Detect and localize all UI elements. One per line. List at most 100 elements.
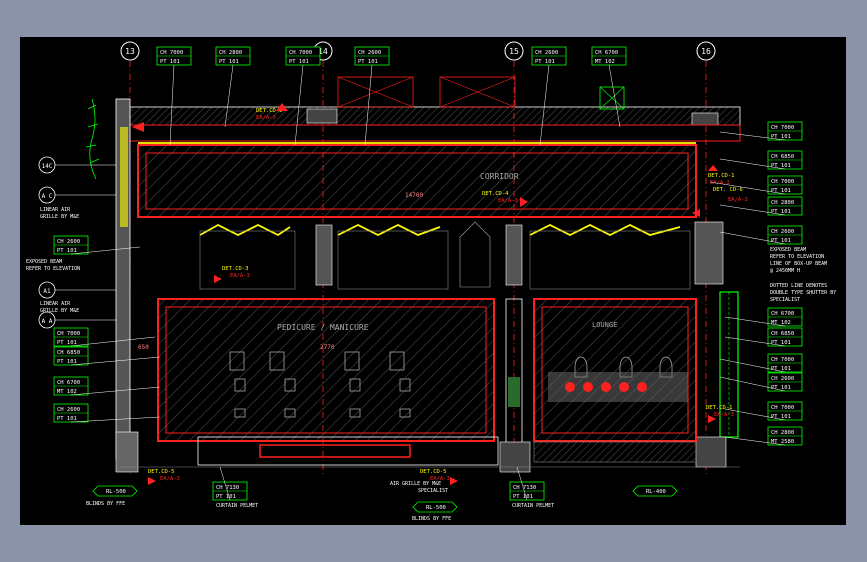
level-code: 14C xyxy=(42,163,53,170)
spec-tag-leader xyxy=(70,336,156,347)
grid-bubble[interactable]: 15 xyxy=(504,41,524,61)
plant-icon xyxy=(85,98,100,180)
ceiling-band xyxy=(129,124,741,142)
spec-tag[interactable]: CH 7130 PT 101 xyxy=(212,466,248,501)
right-notes: EXPOSED BEAM REFER TO ELEVATION LINE OF … xyxy=(770,247,836,303)
note-line: SPECIALIST xyxy=(418,488,448,494)
spec-tag-leader xyxy=(724,436,786,446)
detail-ref[interactable]: DET. CD-6 xyxy=(713,187,743,193)
note-curtain-right: CURTAIN PELMET xyxy=(512,503,554,509)
section-tag[interactable]: RL-500 xyxy=(412,501,458,513)
spec-tag-finish: PT 101 xyxy=(216,494,236,500)
spec-tag-finish: PT 101 xyxy=(771,414,791,420)
spec-tag[interactable]: CH 7000 PT 101 xyxy=(724,401,803,421)
detail-ref[interactable]: DET.CD-4 xyxy=(482,191,509,197)
level-marker[interactable]: 14C xyxy=(38,156,116,174)
room-label-lounge: LOUNGE xyxy=(592,321,617,329)
detail-ref-sub: EA/A-3 xyxy=(710,180,730,186)
detail-ref[interactable]: DET.CD-2 xyxy=(256,108,283,114)
reflected-ceiling-elevation: 13 14 15 16 xyxy=(26,41,836,522)
level-markers: 14C A C A1 A A xyxy=(38,156,116,329)
mid-band xyxy=(199,221,691,290)
detail-ref[interactable]: DET.CD-5 xyxy=(148,469,175,475)
spec-tag-leader xyxy=(719,131,786,141)
spec-tag-leader xyxy=(608,64,621,128)
level-marker[interactable]: A C xyxy=(38,186,116,204)
level-marker[interactable]: A A xyxy=(38,311,116,329)
note-blinds-mid: BLINDS BY FFE xyxy=(412,516,451,522)
spec-tag-finish: PT 101 xyxy=(57,248,77,254)
note-curtain-left: CURTAIN PELMET xyxy=(216,503,258,509)
note-line: @ 2450MM H xyxy=(770,268,800,274)
spec-tag-finish: MT 102 xyxy=(595,59,615,65)
left-wall xyxy=(115,98,139,473)
section-tag[interactable]: RL-400 xyxy=(632,485,678,497)
spec-tag-height: CH 2800 xyxy=(219,50,242,56)
spec-tag-leader xyxy=(70,416,161,423)
spec-tag[interactable]: CH 2600 PT 101 xyxy=(531,46,567,146)
detail-ref-sub: EA/A-3 xyxy=(498,198,518,204)
detail-ref-sub: EA/A-3 xyxy=(714,412,734,418)
note-line: REFER TO ELEVATION xyxy=(26,266,80,272)
note-line: LINEAR AIR xyxy=(40,301,71,307)
spec-tag[interactable]: CH 6850 PT 101 xyxy=(53,346,161,366)
grid-label: 14 xyxy=(318,47,328,56)
spec-tag-height: CH 6850 xyxy=(57,350,80,356)
floor-band xyxy=(120,436,740,468)
spec-tag-leader xyxy=(224,64,234,128)
lounge-room[interactable]: LOUNGE xyxy=(533,298,697,463)
left-notes: LINEAR AIR GRILLE BY M&E EXPOSED BEAM RE… xyxy=(26,207,80,314)
bottom-notes: BLINDS BY FFE CURTAIN PELMET AIR GRILLE … xyxy=(86,481,554,522)
spec-tag-height: CH 7130 xyxy=(216,485,239,491)
detail-ref[interactable]: DET.CD-1 xyxy=(706,405,733,411)
spec-tag-height: CH 7000 xyxy=(289,50,312,56)
grid-bubble[interactable]: 13 xyxy=(120,41,140,61)
detail-ref[interactable]: DET.CD-1 xyxy=(708,173,735,179)
grid-bubbles: 13 14 15 16 xyxy=(120,41,716,61)
section-tag[interactable]: RL-500 xyxy=(92,485,138,497)
section-tag-label: RL-500 xyxy=(426,505,446,511)
grid-bubble[interactable]: 16 xyxy=(696,41,716,61)
level-marker[interactable]: A1 xyxy=(38,281,116,299)
spec-tag-finish: PT 101 xyxy=(57,359,77,365)
cad-drawing-canvas[interactable]: 13 14 15 16 xyxy=(20,37,846,525)
cove-lights xyxy=(138,142,696,237)
room-label-pedicure: PEDICURE / MANICURE xyxy=(277,323,369,332)
detail-ref-sub: EA/A-3 xyxy=(230,273,250,279)
corridor-zone[interactable]: CORRIDOR 14700 xyxy=(137,144,697,218)
spec-tag-finish: MT 102 xyxy=(57,389,77,395)
spec-tag-height: CH 7000 xyxy=(771,405,794,411)
note-line: REFER TO ELEVATION xyxy=(770,254,824,260)
note-line: GRILLE BY M&E xyxy=(40,308,79,314)
detail-ref-sub: EA/A-3 xyxy=(256,115,276,121)
detail-ref-sub: EA/A-3 xyxy=(160,476,180,482)
pedicure-room[interactable]: PEDICURE / MANICURE 2770 650 xyxy=(138,298,495,442)
spec-tag-height: CH 2600 xyxy=(535,50,558,56)
detail-ref[interactable]: DET.CD-5 xyxy=(420,469,447,475)
spec-tag-finish: PT 101 xyxy=(57,416,77,422)
detail-ref[interactable]: DET.CD-3 xyxy=(222,266,249,272)
note-line: DOUBLE TYPE SHUTTER BY xyxy=(770,290,836,296)
spec-tag-finish: PT 101 xyxy=(57,340,77,346)
spec-tag-finish: PT 101 xyxy=(535,59,555,65)
